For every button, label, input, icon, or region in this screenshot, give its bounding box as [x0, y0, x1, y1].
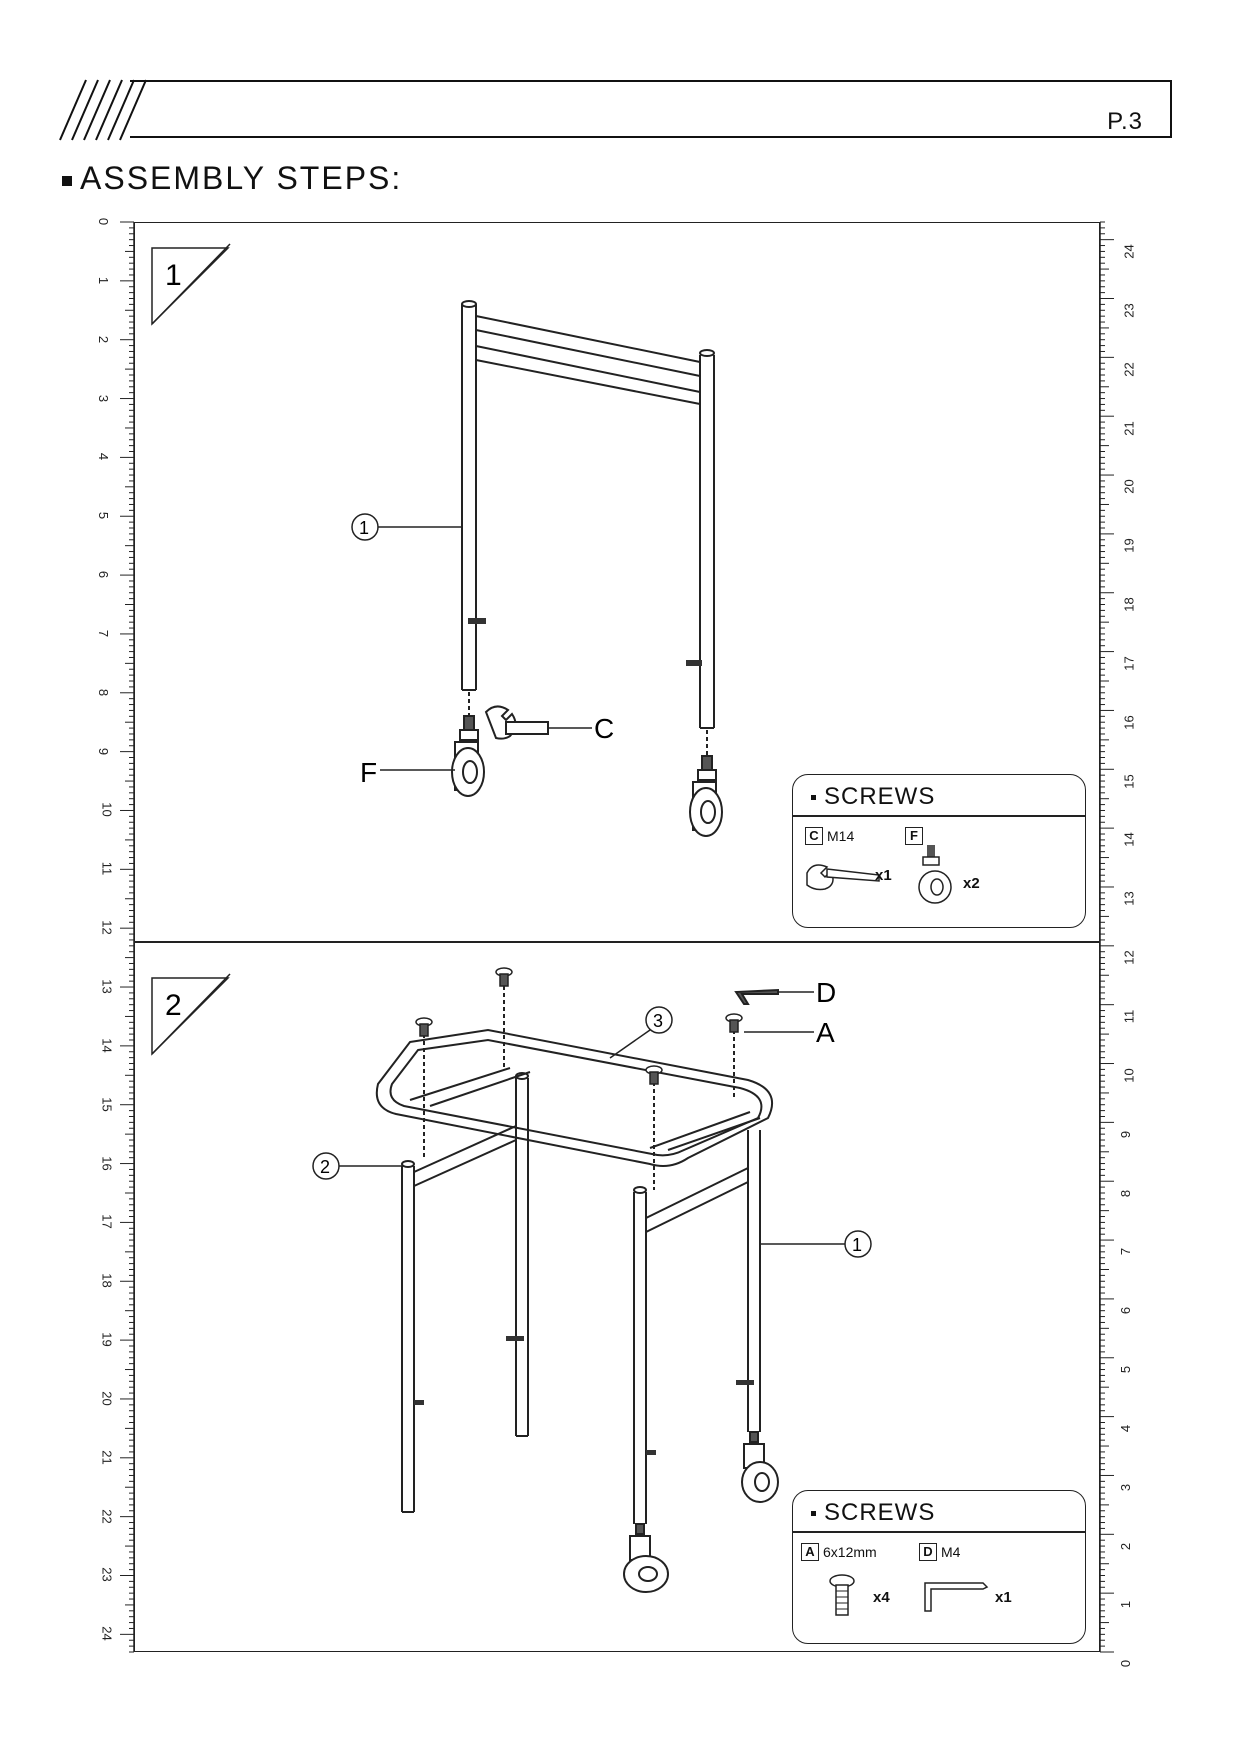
- step-2-screws-rule: [793, 1531, 1085, 1533]
- allen-key-icon: [734, 988, 779, 1005]
- part-spec-d: M4: [941, 1544, 961, 1560]
- section-heading: ASSEMBLY STEPS:: [62, 160, 402, 197]
- step-2-callout-tray: 3: [653, 1011, 663, 1031]
- step-divider: [134, 941, 1100, 943]
- caster-wheel-icon: [918, 845, 952, 904]
- part-letter-c: C: [805, 827, 823, 845]
- step-1-screws-title: SCREWS: [811, 783, 935, 811]
- step-1-callout-caster: F: [360, 757, 377, 788]
- step-1-screws-rule: [793, 815, 1085, 817]
- header-bar: [130, 80, 1172, 138]
- part-tag-a: A 6x12mm: [801, 1543, 877, 1561]
- wrench-icon: [806, 864, 880, 891]
- screw-icon: [829, 1574, 855, 1616]
- step-1-callout-frame: 1: [359, 518, 369, 538]
- step-2-callouts: [312, 991, 872, 1258]
- caster-wheel-icon: [623, 1523, 669, 1593]
- step-2-callout-front-frame: 1: [852, 1235, 862, 1255]
- caster-wheel-icon: [741, 1431, 779, 1503]
- qty-f: x2: [963, 875, 980, 892]
- step-1-frame-drawing: [461, 300, 715, 760]
- part-tag-f: F: [905, 827, 923, 845]
- page-number: P.3: [1107, 108, 1143, 135]
- step-1-number: 1: [165, 259, 182, 292]
- header-stripes-decoration: [59, 79, 147, 141]
- screw-icon: [495, 967, 513, 987]
- qty-c: x1: [875, 867, 892, 884]
- step-2-callout-side-frame: 2: [320, 1157, 330, 1177]
- step-1-callouts: [351, 513, 592, 771]
- qty-d: x1: [995, 1589, 1012, 1606]
- step-1-badge: 1: [151, 243, 231, 326]
- part-tag-c: C M14: [805, 827, 854, 845]
- heading-bullet: [62, 175, 72, 186]
- part-letter-d: D: [919, 1543, 937, 1561]
- screw-icon: [415, 1017, 433, 1037]
- step-2-callout-key: D: [816, 977, 836, 1008]
- step-1-screws-panel: SCREWS C M14 F x1 x2: [792, 774, 1086, 928]
- caster-wheel-icon: [451, 715, 485, 797]
- qty-a: x4: [873, 1589, 890, 1606]
- caster-wheel-icon: [689, 755, 723, 837]
- part-letter-a: A: [801, 1543, 819, 1561]
- step-2-screws-panel: SCREWS A 6x12mm D M4 x4 x1: [792, 1490, 1086, 1644]
- allen-key-icon: [924, 1582, 989, 1612]
- step-2-callout-screw: A: [816, 1017, 835, 1048]
- part-spec-a: 6x12mm: [823, 1544, 877, 1560]
- part-spec-c: M14: [827, 828, 855, 844]
- screw-icon: [645, 1065, 663, 1085]
- screw-icon: [725, 1013, 743, 1033]
- step-1-callout-wrench: C: [594, 713, 614, 744]
- step-2-cart-drawing: [375, 986, 773, 1524]
- step-2-screws-title: SCREWS: [811, 1499, 935, 1527]
- step-1-screws-title-text: SCREWS: [824, 783, 936, 810]
- step-2-screws-title-text: SCREWS: [824, 1499, 936, 1526]
- part-tag-d: D M4: [919, 1543, 960, 1561]
- part-letter-f: F: [905, 827, 923, 845]
- wrench-icon: [484, 705, 549, 740]
- step-2-badge: 2: [151, 973, 231, 1056]
- section-heading-text: ASSEMBLY STEPS:: [80, 160, 403, 196]
- step-2-number: 2: [165, 989, 182, 1022]
